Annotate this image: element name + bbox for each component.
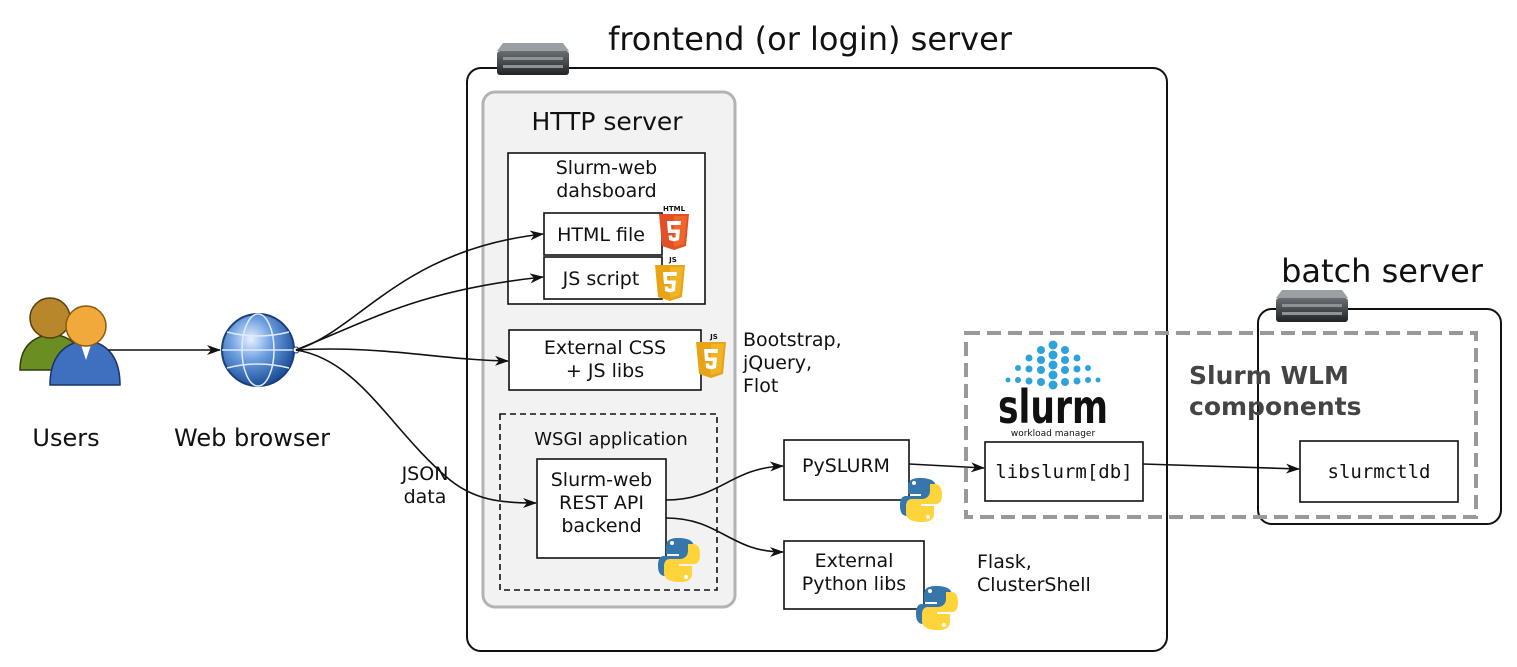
batch-server-title: batch server xyxy=(1281,252,1484,290)
html-file-box xyxy=(543,212,663,256)
wsgi-application-label: WSGI application xyxy=(534,429,688,450)
users-icon xyxy=(19,297,121,386)
js-script-box xyxy=(543,256,663,300)
slurmctld-box xyxy=(1299,440,1459,503)
html5-badge-text: HTML xyxy=(663,205,686,213)
users-label: Users xyxy=(32,424,99,452)
web-browser-globe-icon xyxy=(221,313,300,387)
slurm-wlm-components-box xyxy=(964,331,1478,519)
arrow-browser-to-rest-api xyxy=(295,349,537,508)
slurmctld-label: slurmctld xyxy=(1328,461,1431,483)
js-badge-text: JS xyxy=(668,256,677,264)
js-logo-icon: JS xyxy=(696,333,726,378)
rest-api-box xyxy=(536,458,667,559)
arrow-api-to-pyslurm xyxy=(665,461,784,501)
pyslurm-label: PySLURM xyxy=(802,455,890,477)
slurm-logo-icon xyxy=(1005,340,1101,390)
web-browser-label: Web browser xyxy=(174,424,330,452)
python-logo-icon xyxy=(658,538,700,582)
libslurm-label: libslurm[db] xyxy=(995,461,1132,483)
html-file-label: HTML file xyxy=(557,224,645,246)
slurm-logo-tagline: workload manager xyxy=(1011,429,1096,439)
python-logo-icon xyxy=(900,478,942,522)
rest-api-label: Slurm-web REST API backend xyxy=(550,469,653,538)
dashboard-label: Slurm-web dahsboard xyxy=(555,157,658,203)
python-libs-note: Flask, ClusterShell xyxy=(977,551,1091,597)
slurm-wlm-label: Slurm WLM components xyxy=(1189,361,1362,421)
js-logo-icon: JS xyxy=(655,256,685,301)
libslurm-box xyxy=(984,441,1144,502)
slurm-logo-word: slurm xyxy=(998,380,1108,434)
external-python-label: External Python libs xyxy=(801,550,907,596)
html5-logo-icon: HTML xyxy=(659,205,689,250)
arrow-browser-to-js xyxy=(295,273,544,351)
server-icon xyxy=(1276,290,1348,322)
js-script-label: JS script xyxy=(562,268,640,290)
css-libs-note: Bootstrap, jQuery, Flot xyxy=(743,329,842,398)
http-server-title: HTTP server xyxy=(531,107,683,136)
js-badge-text: JS xyxy=(709,333,718,341)
pyslurm-box xyxy=(783,439,910,501)
json-data-label: JSON data xyxy=(401,463,449,509)
frontend-server-title: frontend (or login) server xyxy=(608,20,1013,58)
server-icon xyxy=(497,43,569,75)
arrow-libslurm-to-slurmctld xyxy=(1142,463,1300,474)
wsgi-application-box xyxy=(499,413,718,591)
external-python-box xyxy=(783,540,925,610)
arrow-api-to-external-python xyxy=(665,517,784,557)
external-css-label: External CSS + JS libs xyxy=(543,337,667,383)
python-logo-icon xyxy=(916,586,958,630)
arrow-browser-to-css xyxy=(295,348,509,366)
arrow-pyslurm-to-libslurm xyxy=(908,462,985,473)
